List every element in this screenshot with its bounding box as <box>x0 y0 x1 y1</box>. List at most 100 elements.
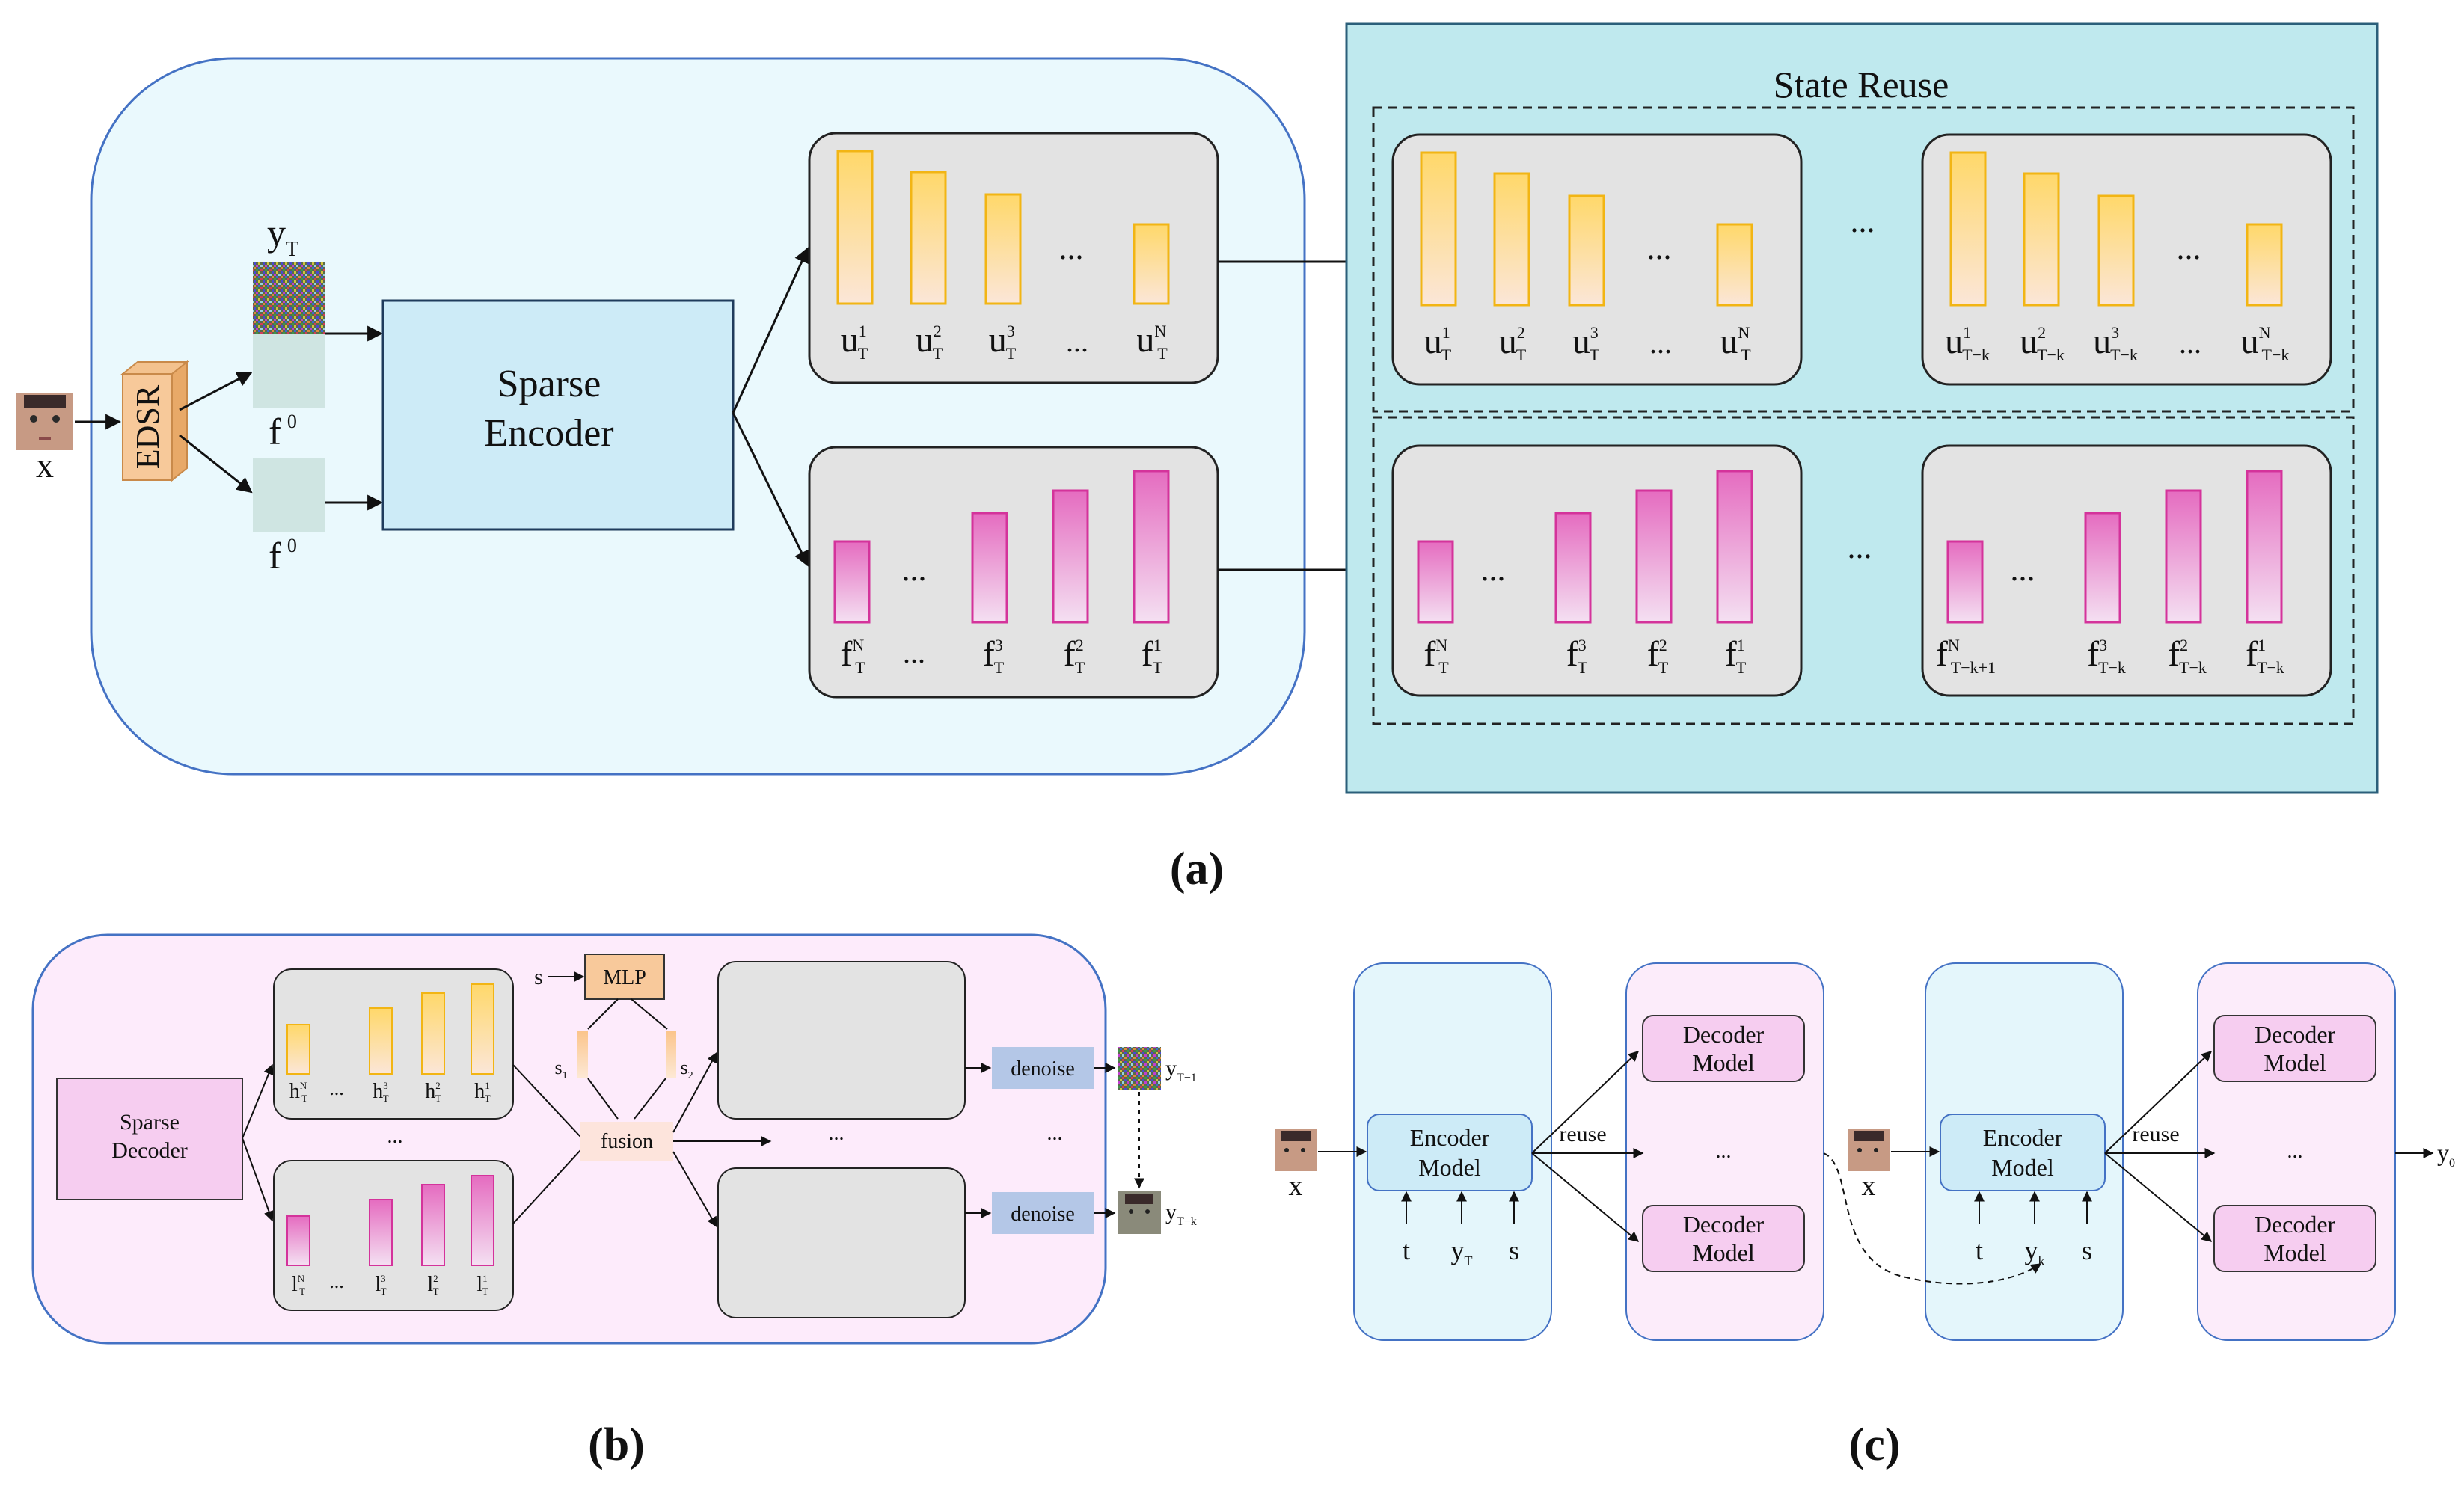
reuse-between-u-ellipsis: ... <box>1851 203 1875 239</box>
fusion-label: fusion <box>601 1130 653 1153</box>
y-t-minus-k-face-image <box>1118 1191 1161 1234</box>
arrow-decoder-to-h <box>242 1063 274 1139</box>
denoise-bottom-label: denoise <box>1011 1203 1075 1226</box>
b-middle-ellipsis-1: ... <box>387 1125 403 1148</box>
c-yt-label: yT <box>1451 1235 1473 1268</box>
b-f-bar <box>369 1199 393 1266</box>
b-middle-ellipsis-3: ... <box>1047 1122 1063 1145</box>
c-x2-label: x <box>1862 1170 1876 1202</box>
c-decoder-box-2b <box>2213 1205 2376 1272</box>
c-decoder-1b-line2: Model <box>1692 1239 1755 1266</box>
reuse-f-right-box <box>1921 444 2332 697</box>
y-t-minus-k-label: yT−k <box>1165 1200 1197 1228</box>
c-t2-label: t <box>1976 1235 1983 1265</box>
c-decoder-1-ellipsis: ... <box>1716 1140 1732 1163</box>
arrow-encoder-to-u <box>732 247 809 414</box>
edsr-block: EDSR <box>120 360 189 482</box>
reuse-u-bar <box>2023 172 2060 307</box>
s2-to-fusion-line <box>634 1078 666 1120</box>
f-bar <box>1133 470 1170 624</box>
s1-label: s1 <box>554 1057 567 1081</box>
c-decoder-box-2a <box>2213 1015 2376 1082</box>
reuse-f-bar <box>2246 470 2283 624</box>
reuse-f-left-ellipsis: ... <box>1481 551 1506 588</box>
input-x-label: x <box>36 446 54 485</box>
arrow-fusion-to-p-top <box>672 1051 717 1133</box>
reuse-f-bar <box>2084 512 2121 624</box>
f-bar <box>971 512 1008 624</box>
sparse-encoder-line2: Encoder <box>484 412 613 455</box>
b-group-ellipsis: ... <box>329 1271 344 1292</box>
b-f-bar <box>421 1184 445 1266</box>
reuse-u-bar <box>1420 151 1457 307</box>
c-arrow-enc2-to-dec-top <box>2104 1051 2213 1154</box>
c-decoder-1b-line1: Decoder <box>1683 1211 1765 1238</box>
reuse-f-bar <box>2165 489 2202 624</box>
yt-label: yT <box>267 212 298 261</box>
reuse-f-bar <box>1716 470 1753 624</box>
c-decoder-box-1a <box>1642 1015 1805 1082</box>
reuse-between-f-ellipsis: ... <box>1848 529 1872 565</box>
denoise-bottom-box <box>992 1192 1094 1234</box>
reuse-u-bar <box>1949 151 1987 307</box>
c-decoder-2b-line2: Model <box>2264 1239 2326 1266</box>
arrow-decoder-to-l <box>242 1137 275 1222</box>
p-top-states-box <box>717 961 966 1120</box>
reuse-u-bar <box>1568 194 1605 307</box>
c-x1-label: x <box>1289 1170 1303 1202</box>
s2-label: s2 <box>680 1057 693 1081</box>
b-f-bar <box>286 1215 310 1266</box>
arrow-h-to-fusion <box>512 1064 581 1137</box>
u-ellipsis-labels: ... <box>1066 325 1088 358</box>
caption-b: (b) <box>588 1419 645 1470</box>
f-bar <box>1052 489 1089 624</box>
state-reuse-u-dashed <box>1372 106 2355 413</box>
state-reuse-title: State Reuse <box>1774 64 1949 105</box>
y-t-minus-1-noise-image <box>1118 1047 1161 1090</box>
caption-a: (a) <box>1170 844 1224 894</box>
fusion-box <box>580 1122 673 1161</box>
b-group-ellipsis: ... <box>329 1078 344 1099</box>
c-s2-label: s <box>2082 1235 2092 1265</box>
c-reuse-label-1: reuse <box>1559 1122 1606 1146</box>
u-bars <box>836 150 1170 305</box>
mlp-to-s1-line <box>587 998 619 1030</box>
c-encoder-1-line2: Model <box>1418 1154 1481 1181</box>
sparse-decoder-line1: Sparse <box>120 1110 180 1135</box>
input-face-image <box>16 393 73 450</box>
panel-c: x Encoder Model t yT s reuse Decoder Mod… <box>1275 962 2455 1470</box>
reuse-u-label-ellipsis: ... <box>1649 326 1672 360</box>
s1-bar <box>577 1031 588 1078</box>
arrow-fusion-to-p-bottom <box>672 1151 717 1228</box>
u-bar <box>836 150 874 305</box>
h-states-box <box>273 968 514 1120</box>
c-encoder-2-line2: Model <box>1991 1154 2054 1181</box>
reuse-u-bar <box>1716 223 1753 307</box>
s-input-label: s <box>534 965 543 989</box>
f0-bottom-block <box>253 458 325 532</box>
yt-noise-image <box>253 262 325 334</box>
c-yk-label: yk <box>2025 1235 2045 1268</box>
arrow-encoder-to-f <box>732 412 809 567</box>
c-dashed-feedback-arrow <box>1823 1152 2042 1285</box>
arrow-edsr-to-yt <box>179 371 253 411</box>
